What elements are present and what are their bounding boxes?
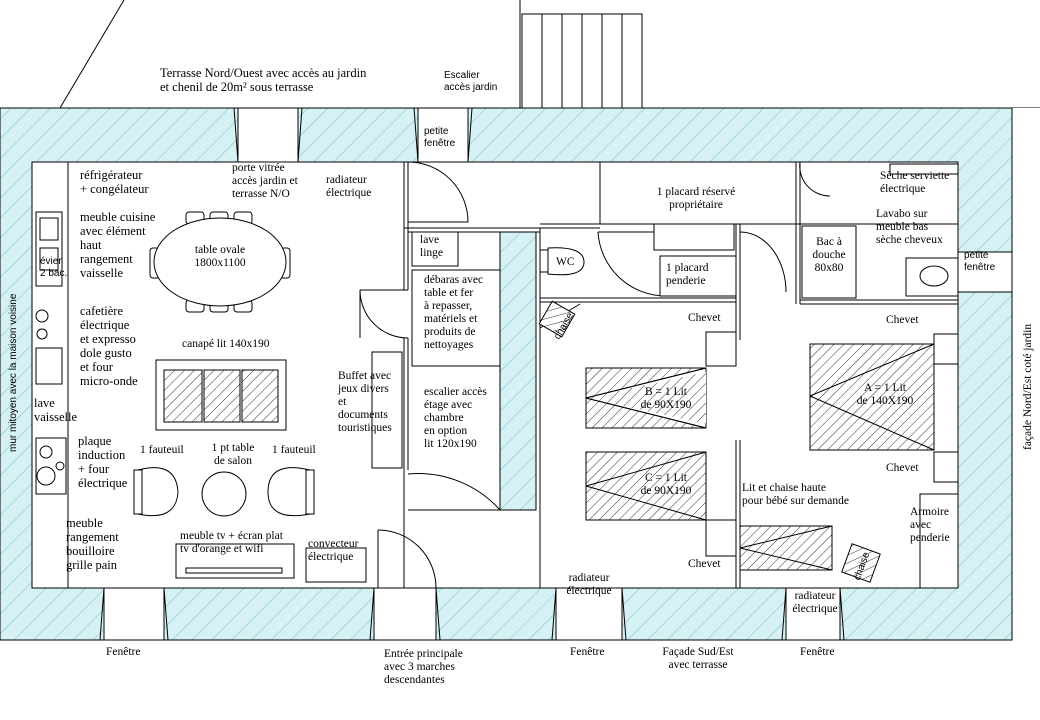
sofa xyxy=(155,359,287,431)
kitchen-counter xyxy=(31,161,69,589)
tv-label: meuble tv + écran plat tv d'orange et wi… xyxy=(180,530,283,555)
wc-shape xyxy=(539,247,585,276)
armchair-label-1: 1 fauteuil xyxy=(140,444,184,456)
side-table-label: 1 pt table de salon xyxy=(211,442,255,467)
sliding-door-label: porte vitrée accès jardin et terrasse N/… xyxy=(232,162,298,200)
washbasin-label: Lavabo sur meuble bas sèche cheveux xyxy=(876,208,943,246)
bed-b-label: B = 1 Lit de 90X190 xyxy=(640,386,692,411)
facade-se-label: Façade Sud/Est avec terrasse xyxy=(662,646,734,671)
small-window-top-label: petite fenêtre xyxy=(424,126,456,149)
window-label-2: Fenêtre xyxy=(570,646,605,658)
chevet-label-4: Chevet xyxy=(886,462,919,474)
chevet-label-2: Chevet xyxy=(688,558,721,570)
buffet-shape xyxy=(371,351,403,469)
terrace-label: Terrasse Nord/Ouest avec accès au jardin… xyxy=(160,66,367,94)
wc-label: WC xyxy=(556,256,575,268)
party-wall-label: mur mitoyen avec la maison voisine xyxy=(8,293,19,452)
convector-label: convecteur électrique xyxy=(308,538,359,563)
bed-c-label: C = 1 Lit de 90X190 xyxy=(640,472,692,497)
oval-table xyxy=(149,211,291,313)
garden-stair-label: Escalier accès jardin xyxy=(444,70,498,93)
owner-closet-label: 1 placard réservé propriétaire xyxy=(656,186,736,211)
radiator-label-2: radiateur électrique xyxy=(566,572,612,597)
window-label-3: Fenêtre xyxy=(800,646,835,658)
living-seats xyxy=(133,467,315,517)
storage-unit-label: meuble rangement bouilloire grille pain xyxy=(66,516,119,572)
buffet-label: Buffet avec jeux divers et documents tou… xyxy=(338,370,392,434)
tv-unit xyxy=(175,543,295,579)
terrace-outline xyxy=(0,0,1040,109)
radiator-label-1: radiateur électrique xyxy=(326,174,372,199)
towel-dryer-label: Sèche serviette électrique xyxy=(880,170,950,195)
baby-bed-label: Lit et chaise haute pour bébé sur demand… xyxy=(742,482,849,507)
coffee-label: cafetière électrique et expresso dole gu… xyxy=(80,304,138,388)
stairs-up xyxy=(499,231,537,511)
sink-label: évier 2 bac. xyxy=(40,256,68,279)
radiator-label-3: radiateur électrique xyxy=(792,590,838,615)
armchair-label-2: 1 fauteuil xyxy=(272,444,316,456)
chevet-label-1: Chevet xyxy=(688,312,721,324)
small-window-right-label: petite fenêtre xyxy=(964,250,996,273)
chevet-label-3: Chevet xyxy=(886,314,919,326)
window-label-1: Fenêtre xyxy=(106,646,141,658)
garden-stairs xyxy=(521,13,643,109)
oval-table-label: table ovale 1800x1100 xyxy=(194,244,246,269)
entrance-label: Entrée principale avec 3 marches descend… xyxy=(384,648,463,686)
storeroom-label: débaras avec table et fer à repasser, ma… xyxy=(424,274,484,351)
kitchen-unit-label: meuble cuisine avec élément haut rangeme… xyxy=(80,210,156,280)
wardrobe-closet-label: 1 placard penderie xyxy=(666,262,709,287)
fridge-label: réfrigérateur + congélateur xyxy=(80,168,149,196)
induction-label: plaque induction + four électrique xyxy=(78,434,128,490)
shower-label: Bac à douche 80x80 xyxy=(812,236,846,274)
wall-openings xyxy=(103,107,1013,641)
facade-ne-label: façade Nord/Est coté jardin xyxy=(1022,323,1034,450)
stairs-up-label: escalier accès étage avec chambre en opt… xyxy=(424,386,487,450)
beds xyxy=(585,331,959,571)
dishwasher-label: lave vaisselle xyxy=(34,396,78,424)
bed-a-label: A = 1 Lit de 140X190 xyxy=(856,382,914,407)
sofa-label: canapé lit 140x190 xyxy=(182,338,270,350)
washing-label: lave linge xyxy=(420,234,443,259)
armoire-label: Armoire avec penderie xyxy=(910,506,950,544)
